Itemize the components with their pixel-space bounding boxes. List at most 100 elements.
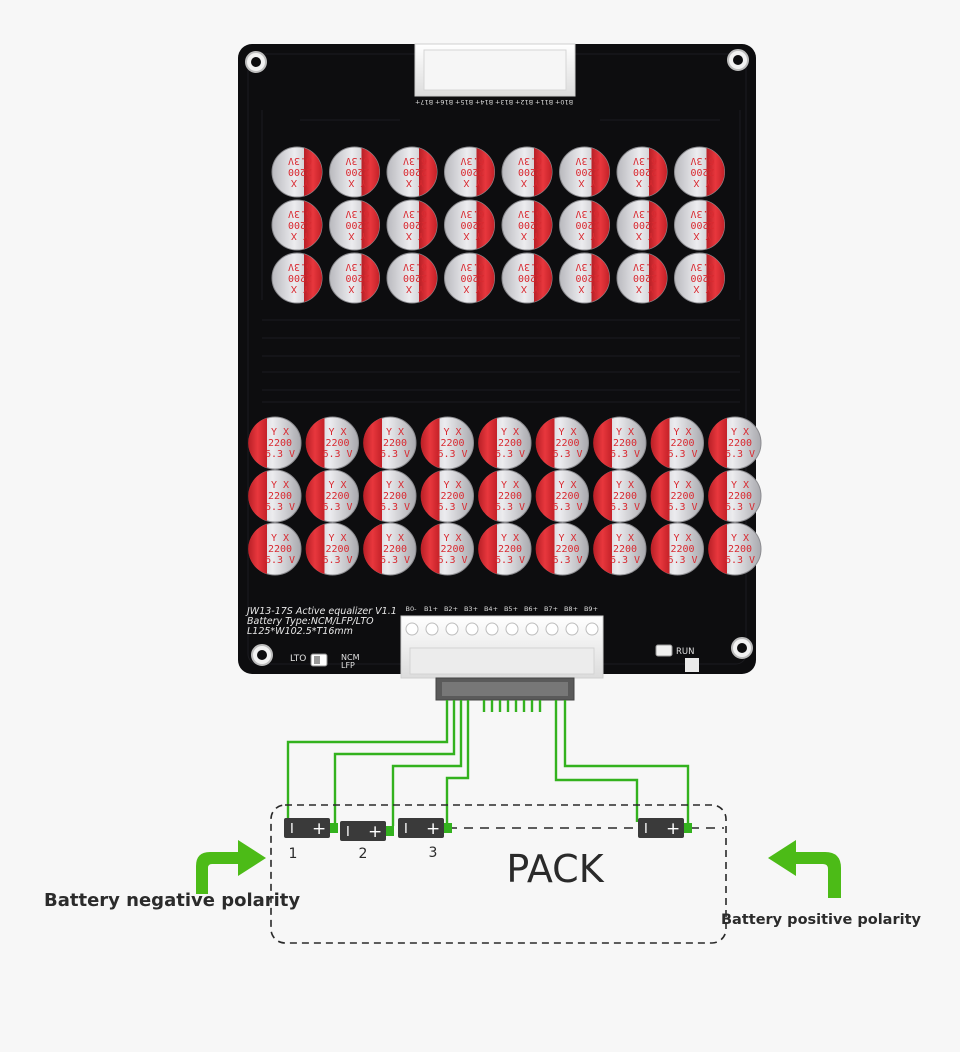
- capacitor-label: 2200: [288, 166, 312, 177]
- capacitor-label: 6.3 V: [725, 449, 755, 460]
- capacitor-label: Y X: [291, 177, 309, 188]
- capacitor-label: 2200: [383, 544, 407, 555]
- capacitor-label: 6.3V: [633, 155, 657, 166]
- bottom-pin-label: B5+: [504, 605, 518, 613]
- top-pin-label: B11+: [535, 98, 553, 106]
- capacitor-label: 2200: [690, 219, 714, 230]
- capacitor-label: 6.3 V: [322, 449, 352, 460]
- capacitor-label: 2200: [518, 272, 542, 283]
- capacitor-label: 2200: [670, 491, 694, 502]
- capacitor-label: Y X: [693, 283, 711, 294]
- capacitor-label: 6.3 V: [322, 555, 352, 566]
- capacitor-label: 6.3 V: [667, 555, 697, 566]
- capacitor-label: Y X: [463, 177, 481, 188]
- capacitor-label: 6.3V: [575, 261, 599, 272]
- capacitor-label: Y X: [636, 283, 654, 294]
- capacitor-label: Y X: [463, 230, 481, 241]
- capacitor-label: 6.3V: [460, 208, 484, 219]
- sense-wire: [445, 700, 470, 826]
- capacitor-label: Y X: [731, 480, 749, 491]
- run-indicator: RUN: [655, 644, 699, 672]
- capacitor-label: 6.3V: [288, 208, 312, 219]
- capacitor-label: 2200: [325, 438, 349, 449]
- capacitor-label: 2200: [613, 438, 637, 449]
- capacitor-label: Y X: [406, 230, 424, 241]
- capacitor-label: 2200: [268, 544, 292, 555]
- capacitor-label: 6.3 V: [437, 449, 467, 460]
- switch-lto-label: LTO: [290, 654, 306, 664]
- capacitor-label: 6.3 V: [380, 555, 410, 566]
- sense-wire: [554, 700, 639, 822]
- capacitor-label: 6.3 V: [265, 502, 295, 513]
- cell-plus-label: +: [312, 819, 326, 839]
- capacitor-label: Y X: [348, 283, 366, 294]
- capacitor-label: 6.3V: [518, 261, 542, 272]
- cell-minus-label: I: [404, 822, 408, 837]
- capacitor-label: 6.3V: [633, 261, 657, 272]
- capacitor-label: Y X: [406, 177, 424, 188]
- capacitor-label: 6.3 V: [610, 449, 640, 460]
- capacitor-label: Y X: [673, 533, 691, 544]
- capacitor-label: 6.3 V: [552, 502, 582, 513]
- top-pin-labels: B17+B16+B15+B14+B13+B12+B11+B10+: [415, 98, 573, 106]
- capacitor-label: Y X: [521, 230, 539, 241]
- capacitor-label: 6.3 V: [437, 555, 467, 566]
- cell-plus-label: +: [426, 819, 440, 839]
- capacitor-label: 6.3V: [345, 155, 369, 166]
- connector-pin: [465, 622, 479, 636]
- mounting-holes: [245, 49, 753, 666]
- capacitor-label: 6.3V: [403, 208, 427, 219]
- capacitor-label: Y X: [578, 177, 596, 188]
- capacitor-label: Y X: [443, 533, 461, 544]
- capacitor-label: 6.3V: [690, 208, 714, 219]
- capacitor-label: Y X: [386, 427, 404, 438]
- connector-pin: [545, 622, 559, 636]
- run-label: RUN: [676, 647, 695, 657]
- pack-enclosure: PACK: [270, 804, 727, 944]
- capacitor-label: 2200: [268, 491, 292, 502]
- capacitor-label: 2200: [575, 219, 599, 230]
- capacitor-label: 2200: [383, 438, 407, 449]
- capacitor-label: 6.3 V: [495, 449, 525, 460]
- sense-wire: [286, 700, 449, 822]
- capacitor-label: 2200: [670, 544, 694, 555]
- capacitor-label: 6.3 V: [610, 502, 640, 513]
- capacitor-label: 6.3V: [345, 208, 369, 219]
- capacitor-label: 2200: [440, 491, 464, 502]
- capacitor-label: Y X: [328, 480, 346, 491]
- capacitor-label: 6.3 V: [552, 555, 582, 566]
- battery-type-switch[interactable]: LTO NCM LFP: [290, 653, 360, 670]
- capacitor-label: 2200: [288, 219, 312, 230]
- capacitor-label: 2200: [325, 544, 349, 555]
- bottom-pin-labels: B0-B1+B2+B3+B4+B5+B6+B7+B8+B9+: [406, 605, 599, 613]
- capacitor-label: Y X: [501, 480, 519, 491]
- bottom-pin-label: B6+: [524, 605, 538, 613]
- silkscreen-info: JW13-17S Active equalizer V1.1 Battery T…: [245, 606, 397, 637]
- switch-lfp-label: LFP: [341, 661, 355, 670]
- capacitor-label: Y X: [693, 230, 711, 241]
- capacitor-label: 2200: [498, 491, 522, 502]
- capacitor-label: 2200: [555, 491, 579, 502]
- bottom-pin-label: B8+: [564, 605, 578, 613]
- capacitor-label: 6.3 V: [265, 449, 295, 460]
- capacitor-label: Y X: [616, 480, 634, 491]
